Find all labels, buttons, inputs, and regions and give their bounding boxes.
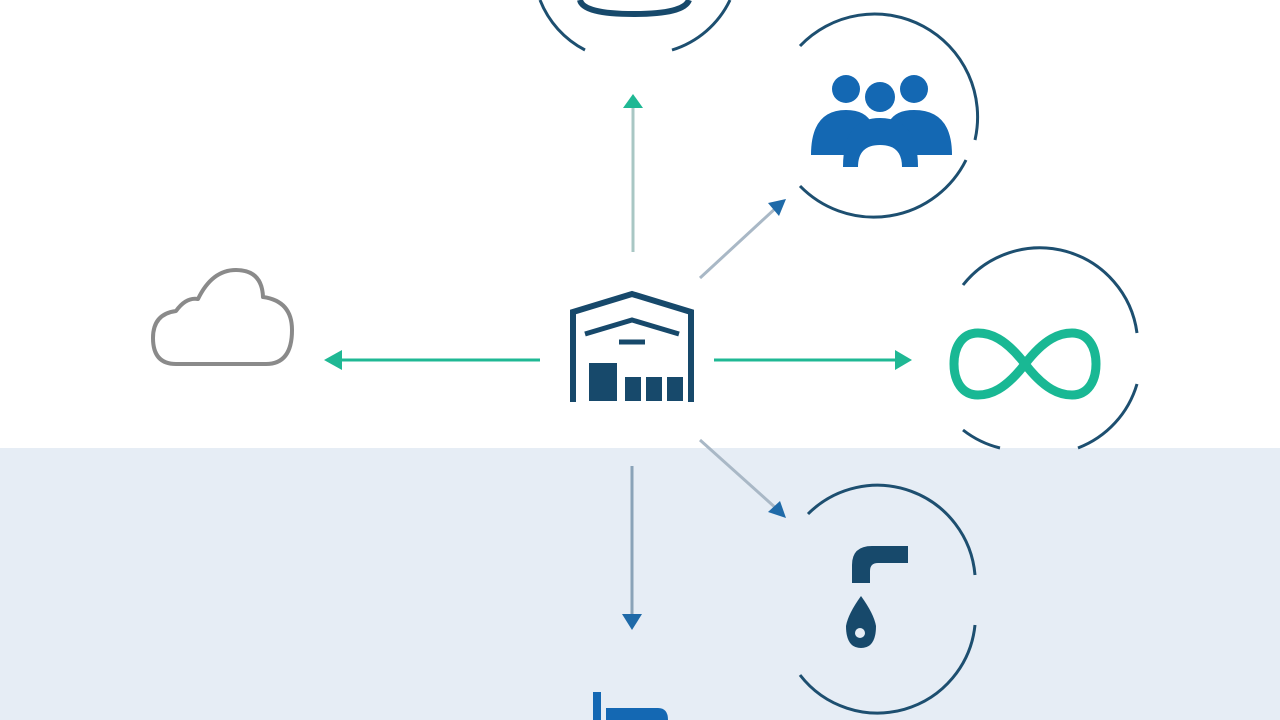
people-ring xyxy=(798,12,980,219)
people-node xyxy=(798,12,980,219)
tap-node xyxy=(798,483,977,715)
arrow-right xyxy=(714,350,912,370)
database-node xyxy=(538,0,732,52)
people-group-icon xyxy=(811,75,952,167)
infinity-icon xyxy=(949,328,1101,400)
infinity-ring xyxy=(961,246,1139,450)
cloud-node xyxy=(151,268,294,366)
arrow-lower-right xyxy=(698,438,786,518)
tap-ring xyxy=(798,483,977,715)
arrow-upper-right xyxy=(698,199,786,280)
background-bottom xyxy=(0,448,1280,720)
arrow-down xyxy=(622,466,642,630)
cloud-icon xyxy=(151,268,294,366)
database-ring xyxy=(538,0,586,52)
arrow-left xyxy=(324,350,540,370)
arrow-up xyxy=(623,94,643,252)
water-tap-icon xyxy=(846,546,908,648)
database-icon xyxy=(577,0,692,18)
warehouse-icon xyxy=(570,290,694,402)
background-top xyxy=(0,0,1280,448)
infinity-node xyxy=(949,246,1139,450)
partial-blue-icon xyxy=(593,692,668,720)
